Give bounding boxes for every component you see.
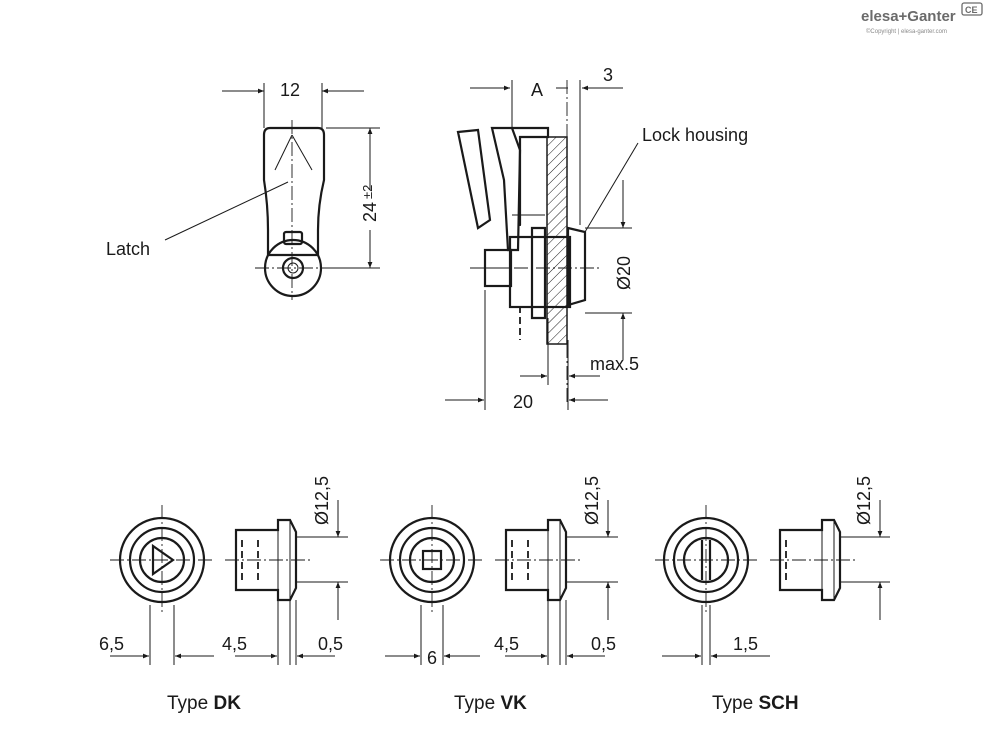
sch-type-label: Type SCH: [712, 693, 799, 714]
type-sch-drawing: Ø12,5 1,5 Type SCH: [655, 476, 890, 714]
dim-width-12: 12: [280, 80, 300, 100]
dim-height-24: 24±2: [360, 185, 380, 222]
latch-front-view: 12 24±2 Latch: [106, 80, 380, 300]
type-dk-drawing: Ø12,5 6,5 4,5 0,5 Type DK: [99, 476, 348, 714]
vk-dim-mid: 4,5: [494, 634, 519, 654]
latch-label: Latch: [106, 239, 150, 259]
dk-dim-dia: Ø12,5: [312, 476, 332, 525]
dk-type-label: Type DK: [167, 693, 241, 714]
vk-dim-dia: Ø12,5: [582, 476, 602, 525]
dim-20: 20: [513, 392, 533, 412]
lock-housing-label: Lock housing: [642, 125, 748, 145]
vk-dim-right: 0,5: [591, 634, 616, 654]
brand-name: elesa+Ganter: [861, 8, 956, 25]
brand-logo: elesa+Ganter ©Copyright | elesa-ganter.c…: [861, 2, 983, 35]
dk-dim-left: 6,5: [99, 634, 124, 654]
dk-dim-mid: 4,5: [222, 634, 247, 654]
certification-icon: CE: [961, 2, 983, 16]
sch-dim-left: 1,5: [733, 634, 758, 654]
dim-dia-20: Ø20: [614, 256, 634, 290]
dim-3: 3: [603, 65, 613, 85]
sch-dim-dia: Ø12,5: [854, 476, 874, 525]
dim-a: A: [531, 80, 543, 100]
type-vk-drawing: Ø12,5 6 4,5 0,5 Type VK: [380, 476, 618, 714]
vk-dim-left: 6: [427, 648, 437, 668]
brand-copyright: ©Copyright | elesa-ganter.com: [866, 28, 947, 35]
vk-type-label: Type VK: [454, 693, 527, 714]
dk-dim-right: 0,5: [318, 634, 343, 654]
svg-text:CE: CE: [965, 5, 978, 15]
lock-side-view: A 3 Ø20 Lock housing: [445, 65, 748, 412]
dim-max5: max.5: [590, 354, 639, 374]
